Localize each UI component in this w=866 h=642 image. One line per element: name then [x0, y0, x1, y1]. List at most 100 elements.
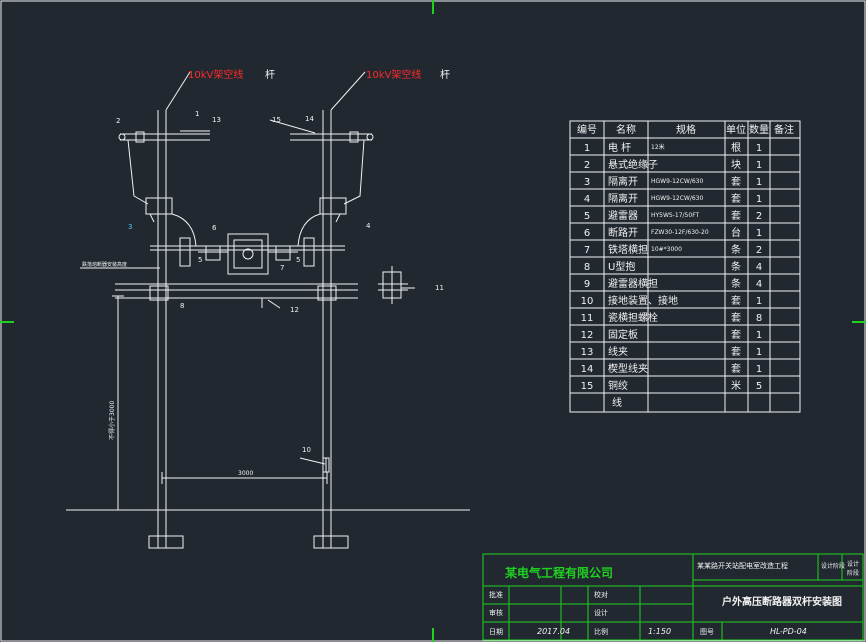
date-value: 2017.04 — [537, 627, 570, 636]
bom-qty-cell: 4 — [756, 279, 762, 290]
right-pole-title: 10kV架空线 — [366, 68, 421, 81]
bom-name-cell: 铜绞 — [608, 379, 628, 392]
bom-no-cell: 12 — [581, 330, 594, 341]
bom-qty-cell: 1 — [756, 330, 762, 341]
bom-unit-cell: 块 — [731, 159, 741, 171]
left-pole-suffix: 杆 — [265, 69, 275, 81]
company-name: 某电气工程有限公司 — [505, 565, 613, 580]
bom-no-cell: 7 — [584, 245, 590, 256]
bom-table — [569, 120, 801, 413]
title-block-labels: 批准 审核 日期 校对 设计 比例 图号 — [489, 590, 714, 636]
bom-qty-cell: 8 — [756, 313, 762, 324]
bom-qty-cell: 1 — [756, 160, 762, 171]
stage-value-2: 阶段 — [847, 569, 859, 577]
callout-label: 15 — [272, 116, 281, 124]
bom-unit-cell: 根 — [731, 141, 741, 154]
callout-label: 6 — [212, 224, 217, 232]
bom-header-cell: 名称 — [616, 123, 636, 136]
side-label: 跌落熔断器安装高度 — [82, 261, 127, 268]
bom-qty-cell: 1 — [756, 194, 762, 205]
date-label: 日期 — [489, 628, 503, 636]
bom-unit-cell: 套 — [731, 294, 741, 307]
bom-header-cell: 备注 — [774, 123, 794, 136]
drawing-title: 户外高压断路器双杆安装图 — [721, 595, 842, 608]
bom-spec-cell: FZW30-12F/630-20 — [651, 229, 709, 236]
bom-no-cell: 4 — [584, 194, 590, 205]
bom-no-cell: 2 — [584, 160, 590, 171]
callout-label: 10 — [302, 446, 311, 454]
callout-label: 13 — [212, 116, 221, 124]
bom-qty-cell: 1 — [756, 347, 762, 358]
left-pole-title: 10kV架空线 — [188, 68, 243, 81]
bom-unit-cell: 套 — [731, 328, 741, 341]
bom-trailing-text: 线 — [612, 396, 622, 409]
drawing-no-value: HL-PD-04 — [770, 627, 807, 636]
bom-name-cell: 楔型线夹 — [608, 362, 648, 375]
bom-unit-cell: 套 — [731, 362, 741, 375]
bom-spec-cell: 12米 — [651, 143, 665, 151]
callout-label: 8 — [180, 302, 184, 310]
bom-header-cell: 编号 — [577, 123, 597, 136]
bom-name-cell: U型抱 — [608, 260, 635, 273]
bom-spec-cell: 10#*3000 — [651, 246, 682, 253]
bom-qty-cell: 1 — [756, 228, 762, 239]
bom-qty-cell: 2 — [756, 211, 762, 222]
bom-unit-cell: 套 — [731, 175, 741, 188]
bom-no-cell: 6 — [584, 228, 590, 239]
callout-label: 4 — [366, 222, 371, 230]
bom-name-cell: 接地装置、接地 — [608, 294, 678, 307]
callout-labels: 1 2 13 15 14 3 4 6 5 5 7 12 8 11 10 — [116, 110, 444, 454]
span-dimension: 3000 — [238, 470, 253, 477]
height-dimension: 不得小于3000 — [108, 401, 116, 440]
right-pole-suffix: 杆 — [440, 69, 450, 81]
bom-qty-cell: 1 — [756, 364, 762, 375]
bom-qty-cell: 1 — [756, 296, 762, 307]
elevation-drawing — [66, 71, 470, 549]
scale-value: 1:150 — [648, 627, 671, 636]
bom-qty-cell: 5 — [756, 381, 762, 392]
stage-label: 设计阶段 — [821, 562, 845, 570]
callout-label: 12 — [290, 306, 299, 314]
bom-spec-cell: HGW9-12CW/630 — [651, 195, 703, 202]
bom-name-cell: 铁塔横担 — [608, 243, 648, 256]
bom-unit-cell: 条 — [731, 243, 741, 256]
bom-no-cell: 5 — [584, 211, 590, 222]
callout-label: 7 — [280, 264, 284, 272]
bom-name-cell: 线夹 — [608, 345, 628, 358]
callout-label: 11 — [435, 284, 444, 292]
design-label: 设计 — [594, 608, 608, 617]
bom-unit-cell: 套 — [731, 311, 741, 324]
bom-qty-cell: 2 — [756, 245, 762, 256]
bom-name-cell: 悬式绝缘子 — [608, 158, 658, 171]
bom-unit-cell: 米 — [731, 379, 741, 392]
callout-label: 5 — [198, 256, 202, 264]
callout-label: 5 — [296, 256, 300, 264]
bom-name-cell: 避雷器横担 — [608, 277, 658, 290]
bom-header-cell: 单位 — [726, 123, 746, 136]
bom-name-cell: 瓷横担螺栓 — [608, 311, 658, 324]
bom-no-cell: 8 — [584, 262, 590, 273]
bom-unit-cell: 套 — [731, 345, 741, 358]
scale-label: 比例 — [594, 627, 608, 636]
callout-label: 2 — [116, 117, 120, 125]
bom-name-cell: 固定板 — [608, 328, 638, 341]
bom-name-cell: 电 杆 — [608, 141, 631, 154]
review-label: 批准 — [489, 590, 503, 599]
bom-unit-cell: 条 — [731, 260, 741, 273]
bom-header-cell: 数量 — [749, 123, 769, 136]
bom-unit-cell: 套 — [731, 209, 741, 222]
callout-label: 14 — [305, 115, 314, 123]
bom-no-cell: 14 — [581, 364, 594, 375]
stage-value: 设计 — [847, 560, 859, 568]
bom-no-cell: 10 — [581, 296, 594, 307]
bom-qty-cell: 1 — [756, 177, 762, 188]
height-value: 3000 — [109, 401, 116, 416]
drawing-no-label: 图号 — [700, 628, 714, 636]
bom-spec-cell: HGW9-12CW/630 — [651, 178, 703, 185]
height-note: 不得小于 — [108, 416, 116, 440]
bom-no-cell: 1 — [584, 143, 590, 154]
bom-header-cell: 规格 — [676, 123, 696, 136]
